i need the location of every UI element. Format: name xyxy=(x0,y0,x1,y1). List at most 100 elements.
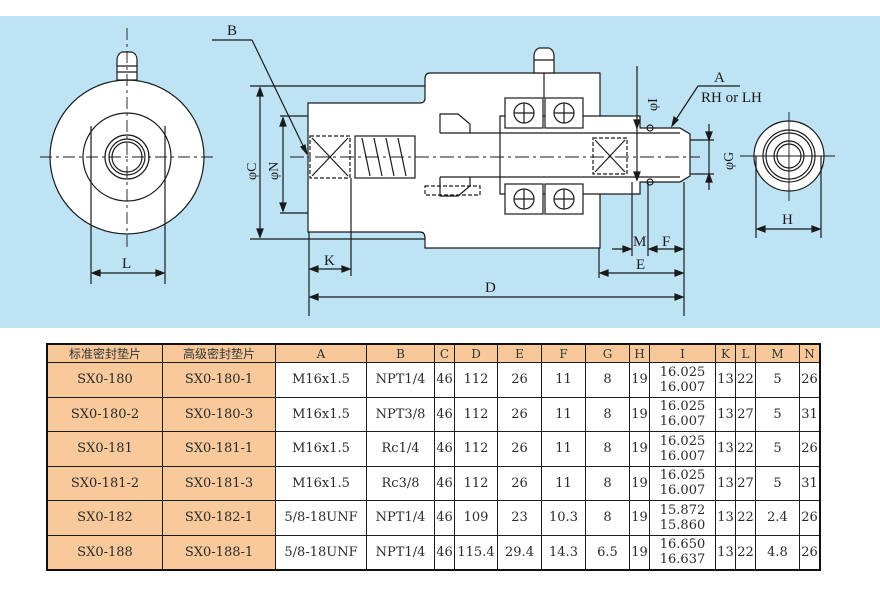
cell-D: 115.4 xyxy=(454,534,498,571)
cell-D: 109 xyxy=(454,500,498,536)
cell-D: 112 xyxy=(454,362,498,398)
cell-F: 11 xyxy=(541,396,586,432)
cell-C: 46 xyxy=(434,396,455,432)
cell-G: 8 xyxy=(585,465,630,501)
table-row: SX0-181 SX0-181-1 M16x1.5 Rc1/4 46 112 2… xyxy=(46,431,821,467)
cell-K: 13 xyxy=(715,431,736,467)
cell-B: Rc1/4 xyxy=(366,431,435,467)
cell-I-min: 16.007 xyxy=(659,379,706,395)
cell-I-min: 16.007 xyxy=(659,483,706,499)
header-E: E xyxy=(497,343,542,363)
cell-N: 26 xyxy=(799,362,821,398)
header-L: L xyxy=(735,343,756,363)
table-row: SX0-181-2 SX0-181-3 M16x1.5 Rc3/8 46 112… xyxy=(46,465,821,501)
cell-C: 46 xyxy=(434,500,455,536)
advanced-seal-model: SX0-182-1 xyxy=(162,500,276,536)
specification-table: 标准密封垫片 高级密封垫片 A B C D E F G H I K L M N … xyxy=(46,343,821,571)
cell-F: 10.3 xyxy=(541,500,586,536)
cell-I-max: 16.025 xyxy=(659,364,706,380)
cell-K: 13 xyxy=(715,500,736,536)
header-M: M xyxy=(755,343,800,363)
cell-B: NPT1/4 xyxy=(366,500,435,536)
cell-A: 5/8-18UNF xyxy=(275,534,367,571)
header-B: B xyxy=(366,343,435,363)
technical-drawing-panel: L xyxy=(0,16,880,328)
dim-label-B: B xyxy=(227,23,237,39)
cell-N: 26 xyxy=(799,500,821,536)
cell-I-min: 15.860 xyxy=(659,517,706,533)
cell-N: 26 xyxy=(799,534,821,571)
standard-seal-model: SX0-181 xyxy=(46,431,163,467)
dim-label-A: A xyxy=(714,70,725,86)
header-H: H xyxy=(629,343,650,363)
header-F: F xyxy=(541,343,586,363)
cell-H: 19 xyxy=(629,534,650,571)
cell-I-min: 16.637 xyxy=(659,552,706,568)
cell-L: 22 xyxy=(735,500,756,536)
cell-F: 11 xyxy=(541,362,586,398)
hex-socket-box xyxy=(592,137,628,175)
cell-F: 11 xyxy=(541,431,586,467)
header-A: A xyxy=(275,343,367,363)
advanced-seal-model: SX0-180-1 xyxy=(162,362,276,398)
cell-B: NPT3/8 xyxy=(366,396,435,432)
cell-G: 8 xyxy=(585,362,630,398)
rotor-shaft xyxy=(499,115,691,195)
dim-label-K: K xyxy=(324,253,335,269)
standard-seal-model: SX0-180 xyxy=(46,362,163,398)
cell-L: 27 xyxy=(735,465,756,501)
cell-M: 2.4 xyxy=(755,500,800,536)
cell-E: 23 xyxy=(497,500,542,536)
cell-F: 14.3 xyxy=(541,534,586,571)
cell-H: 19 xyxy=(629,362,650,398)
header-N: N xyxy=(799,343,821,363)
dim-label-L: L xyxy=(122,256,131,272)
dim-label-G: φG xyxy=(722,152,737,170)
cell-M: 4.8 xyxy=(755,534,800,571)
cell-G: 8 xyxy=(585,431,630,467)
header-I: I xyxy=(649,343,716,363)
cell-C: 46 xyxy=(434,362,455,398)
table-row: SX0-180-2 SX0-180-3 M16x1.5 NPT3/8 46 11… xyxy=(46,396,821,432)
dim-label-F: F xyxy=(662,234,670,250)
header-G: G xyxy=(585,343,630,363)
table-row: SX0-182 SX0-182-1 5/8-18UNF NPT1/4 46 10… xyxy=(46,500,821,536)
dim-label-D: D xyxy=(485,280,496,296)
cell-H: 19 xyxy=(629,396,650,432)
cell-I-max: 16.650 xyxy=(659,537,706,553)
table-row: SX0-188 SX0-188-1 5/8-18UNF NPT1/4 46 11… xyxy=(46,534,821,571)
cell-E: 29.4 xyxy=(497,534,542,571)
cell-B: Rc3/8 xyxy=(366,465,435,501)
thread-direction-label: RH or LH xyxy=(701,90,762,106)
cell-M: 5 xyxy=(755,396,800,432)
dim-label-H: H xyxy=(782,212,793,228)
header-K: K xyxy=(715,343,736,363)
dim-label-C: φC xyxy=(245,163,260,180)
cell-I-max: 16.025 xyxy=(659,399,706,415)
cell-A: M16x1.5 xyxy=(275,465,367,501)
cell-G: 6.5 xyxy=(585,534,630,571)
cell-C: 46 xyxy=(434,431,455,467)
cell-I-max: 15.872 xyxy=(659,502,706,518)
table-row: SX0-180 SX0-180-1 M16x1.5 NPT1/4 46 112 … xyxy=(46,362,821,398)
cell-E: 26 xyxy=(497,396,542,432)
advanced-seal-model: SX0-180-3 xyxy=(162,396,276,432)
cell-A: 5/8-18UNF xyxy=(275,500,367,536)
header-D: D xyxy=(454,343,498,363)
cell-N: 26 xyxy=(799,431,821,467)
cell-A: M16x1.5 xyxy=(275,396,367,432)
cell-E: 26 xyxy=(497,362,542,398)
advanced-seal-model: SX0-188-1 xyxy=(162,534,276,571)
cell-D: 112 xyxy=(454,431,498,467)
rotary-joint-drawing: L xyxy=(40,23,835,316)
cell-M: 5 xyxy=(755,431,800,467)
table-header-row: 标准密封垫片 高级密封垫片 A B C D E F G H I K L M N xyxy=(46,343,821,363)
standard-seal-model: SX0-180-2 xyxy=(46,396,163,432)
standard-seal-model: SX0-182 xyxy=(46,500,163,536)
cell-I-max: 16.025 xyxy=(659,468,706,484)
